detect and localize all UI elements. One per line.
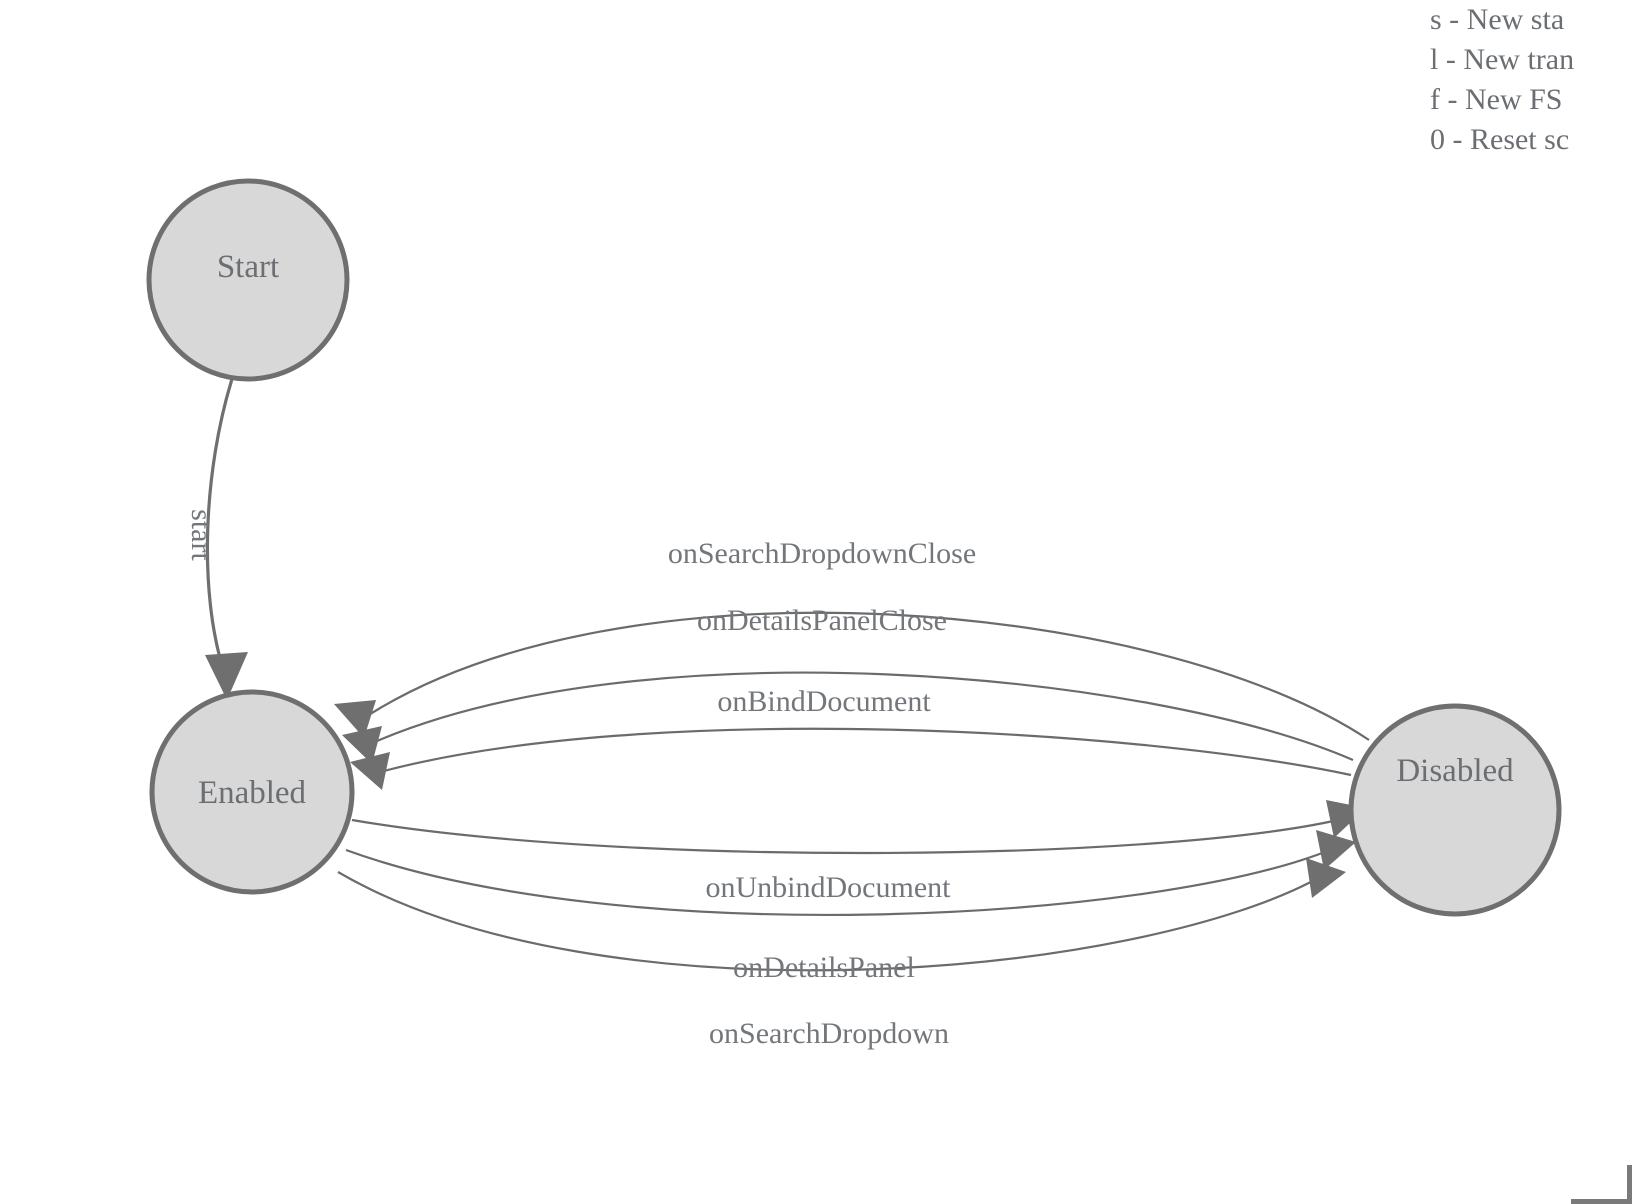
transition-edge-path xyxy=(345,848,1331,917)
transition-label-onDetailsPanelClose: onDetailsPanelClose xyxy=(697,604,947,637)
transition-edge-path xyxy=(337,871,1323,972)
state-circle[interactable] xyxy=(149,689,355,895)
state-label: Disabled xyxy=(1396,753,1514,789)
transition-onDetailsPanelClose[interactable] xyxy=(342,671,1354,764)
state-circle[interactable] xyxy=(1348,703,1562,917)
arrow-head-icon xyxy=(205,652,248,700)
transition-edge-path xyxy=(363,611,1370,741)
transition-onSearchDropdownClose[interactable] xyxy=(334,611,1370,741)
help-line-new-fsm: f - New FS xyxy=(1430,83,1563,116)
help-line-reset: 0 - Reset sc xyxy=(1430,123,1570,156)
state-node-enabled[interactable]: Enabled xyxy=(149,689,355,895)
transition-onUnbindDocument[interactable] xyxy=(351,800,1366,855)
transition-label-start: start xyxy=(185,509,218,561)
transition-start[interactable] xyxy=(205,378,248,700)
transition-edge-path xyxy=(379,727,1352,777)
arrow-head-icon xyxy=(334,700,376,738)
transition-label-onBindDocument: onBindDocument xyxy=(717,685,931,718)
transition-label-onDetailsPanel: onDetailsPanel xyxy=(733,951,915,984)
transition-onSearchDropdown[interactable] xyxy=(337,858,1346,972)
transition-label-onUnbindDocument: onUnbindDocument xyxy=(706,871,952,904)
transition-label-onSearchDropdownClose: onSearchDropdownClose xyxy=(668,537,976,570)
transition-label-onSearchDropdown: onSearchDropdown xyxy=(709,1017,949,1050)
transition-onDetailsPanel[interactable] xyxy=(345,830,1356,917)
state-label: Start xyxy=(217,249,279,285)
help-line-new-transition: l - New tran xyxy=(1430,43,1575,76)
arrow-head-icon xyxy=(1306,858,1346,898)
arrow-head-icon xyxy=(342,726,382,764)
arrow-head-icon xyxy=(350,752,390,790)
transition-edge-path xyxy=(351,818,1339,855)
arrow-head-icon xyxy=(1316,830,1356,870)
state-label: Enabled xyxy=(198,775,307,811)
transition-edge-path xyxy=(205,378,234,673)
state-circle[interactable] xyxy=(146,178,350,382)
help-line-new-state: s - New sta xyxy=(1430,3,1565,36)
state-node-disabled[interactable]: Disabled xyxy=(1348,703,1562,917)
state-node-start[interactable]: Start xyxy=(146,178,350,382)
help-panel: s - New sta l - New tran f - New FS 0 - … xyxy=(1430,0,1632,160)
resize-corner-handle[interactable] xyxy=(1571,1165,1632,1204)
transition-onBindDocument[interactable] xyxy=(350,727,1352,790)
transition-edge-path xyxy=(369,671,1354,762)
